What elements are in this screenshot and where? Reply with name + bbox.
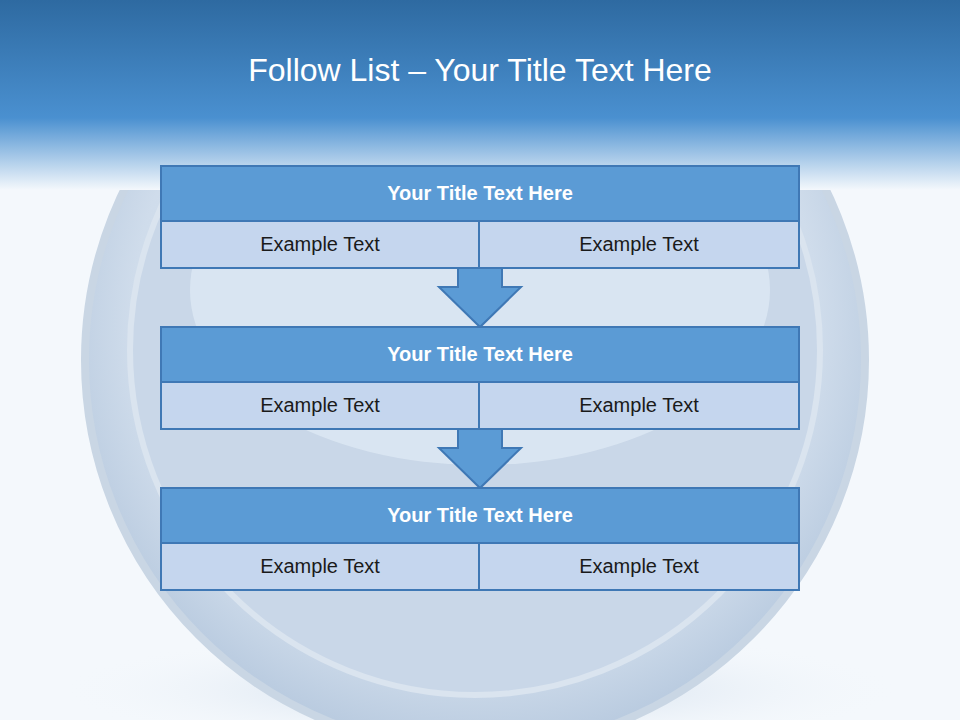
step-box: Your Title Text HereExample Text Example …	[160, 165, 800, 269]
detail-cell: Example Text	[478, 381, 800, 430]
step-box: Your Title Text HereExample Text Example …	[160, 487, 800, 591]
flow-arrow	[439, 429, 521, 488]
box-text: Example Text	[260, 555, 380, 578]
step-box: Your Title Text HereExample Text Example …	[160, 326, 800, 430]
title-band: Your Title Text Here	[160, 165, 800, 222]
box-text: Your Title Text Here	[387, 343, 573, 366]
detail-cell: Example Text	[160, 220, 480, 269]
detail-cell: Example Text	[160, 542, 480, 591]
title-band: Your Title Text Here	[160, 487, 800, 544]
box-text: Your Title Text Here	[387, 182, 573, 205]
box-text: Example Text	[260, 233, 380, 256]
title-text: Follow List – Your Title Text Here	[248, 52, 712, 88]
box-text: Your Title Text Here	[387, 504, 573, 527]
box-text: Example Text	[579, 394, 699, 417]
slide-title: Follow List – Your Title Text Here	[0, 52, 960, 89]
box-text: Example Text	[260, 394, 380, 417]
title-band: Your Title Text Here	[160, 326, 800, 383]
detail-cell: Example Text	[160, 381, 480, 430]
detail-cell: Example Text	[478, 220, 800, 269]
flow-arrow	[439, 268, 521, 327]
detail-cell: Example Text	[478, 542, 800, 591]
box-text: Example Text	[579, 555, 699, 578]
box-text: Example Text	[579, 233, 699, 256]
